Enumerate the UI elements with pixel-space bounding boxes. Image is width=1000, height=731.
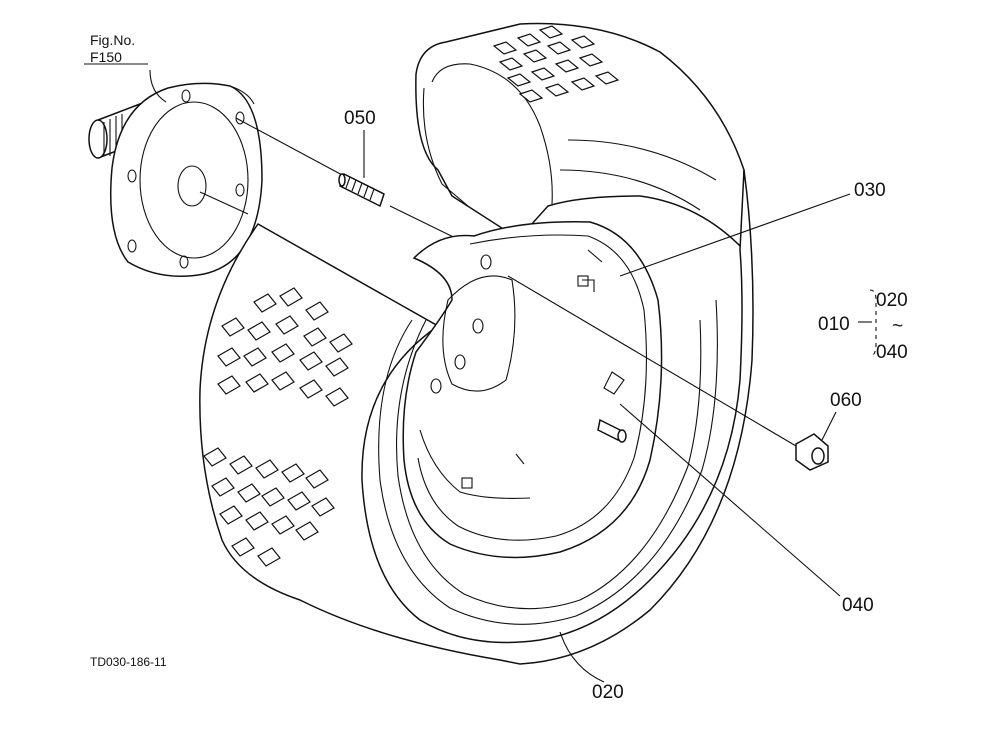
tire-section-cutaway xyxy=(415,22,745,252)
drawing-code: TD030-186-11 xyxy=(90,655,167,669)
callout-010: 010 xyxy=(818,314,850,335)
wheel-nut xyxy=(795,433,829,471)
callout-030: 030 xyxy=(854,180,886,201)
fig-ref-number: F150 xyxy=(90,49,122,65)
wheel-rim xyxy=(402,221,663,559)
callout-040: 040 xyxy=(842,595,874,616)
callout-060: 060 xyxy=(830,390,862,411)
callout-050: 050 xyxy=(344,108,376,129)
callout-020: 020 xyxy=(592,682,624,703)
leader-lines xyxy=(84,63,877,683)
tread-lugs-top xyxy=(492,25,620,103)
tread-lugs-side xyxy=(203,287,353,567)
tire-valve xyxy=(597,371,627,443)
bracket-tilde: ~ xyxy=(892,316,903,337)
stud-bolt xyxy=(338,172,385,208)
bracket-from: 020 xyxy=(876,290,908,311)
tire-body xyxy=(199,169,754,665)
fig-ref-label: Fig.No. xyxy=(90,32,135,48)
bracket-to: 040 xyxy=(876,342,908,363)
